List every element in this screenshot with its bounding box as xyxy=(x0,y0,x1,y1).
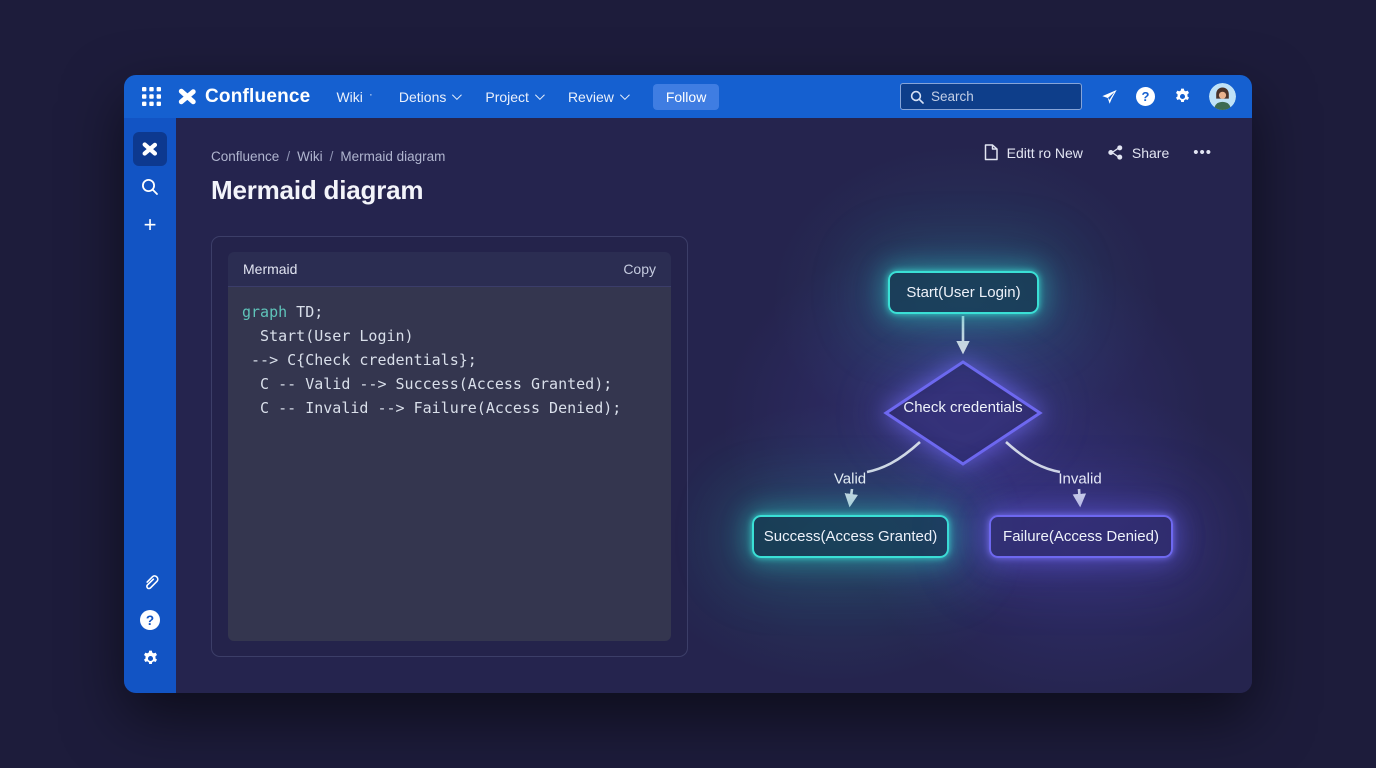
flow-node-failure[interactable]: Failure(Access Denied) xyxy=(989,515,1173,558)
share-button[interactable]: Share xyxy=(1107,144,1169,161)
more-options-icon[interactable]: ••• xyxy=(1193,144,1212,161)
code-line: graph TD; xyxy=(242,303,324,321)
code-line: Start(User Login) xyxy=(242,327,414,345)
confluence-brand[interactable]: Confluence xyxy=(177,86,310,108)
share-label: Share xyxy=(1131,144,1170,161)
primary-nav: Wiki · Detions Project Review xyxy=(336,86,630,105)
plus-icon: + xyxy=(143,212,157,237)
share-icon xyxy=(1108,145,1123,160)
page-title: Mermaid diagram xyxy=(211,175,424,205)
topbar-right-cluster: ? xyxy=(900,83,1236,110)
help-icon: ? xyxy=(140,610,160,630)
document-icon xyxy=(984,144,998,161)
app-window: Confluence Wiki · Detions Project Review… xyxy=(124,75,1252,693)
edit-button[interactable]: Editt ro New xyxy=(983,144,1083,161)
search-box[interactable] xyxy=(900,83,1082,110)
decision-diamond-shape xyxy=(883,360,1043,466)
page-content: Confluence / Wiki / Mermaid diagram Edit… xyxy=(176,118,1252,693)
gear-icon xyxy=(143,650,157,664)
search-icon xyxy=(142,179,158,195)
code-language-label: Mermaid xyxy=(243,261,298,277)
sidebar-item-help[interactable]: ? xyxy=(133,603,167,637)
app-switcher-icon[interactable] xyxy=(142,87,161,106)
breadcrumb-item[interactable]: Confluence xyxy=(211,149,280,164)
sidebar-item-home[interactable] xyxy=(133,132,167,166)
sidebar-item-attachments[interactable] xyxy=(133,565,167,599)
brand-name: Confluence xyxy=(205,85,311,107)
code-line: C -- Valid --> Success(Access Granted); xyxy=(242,375,613,393)
nav-label: Review xyxy=(567,88,614,105)
chevron-down-icon xyxy=(452,90,463,101)
user-avatar[interactable] xyxy=(1209,83,1236,110)
nav-item-review[interactable]: Review xyxy=(567,88,630,105)
nav-item-project[interactable]: Project xyxy=(485,88,545,105)
sidebar-item-create[interactable]: + xyxy=(133,208,167,242)
nav-label: Detions xyxy=(398,88,447,105)
search-input[interactable] xyxy=(931,89,1072,104)
edge-label-invalid: Invalid xyxy=(1058,470,1102,488)
chevron-down-icon xyxy=(619,90,630,101)
breadcrumb-item[interactable]: Mermaid diagram xyxy=(340,149,446,164)
mermaid-code-card: Mermaid Copy graph TD; Start(User Login)… xyxy=(211,236,688,657)
sidebar-item-settings[interactable] xyxy=(133,641,167,675)
nav-item-detions[interactable]: Detions xyxy=(398,88,463,105)
code-line: --> C{Check credentials}; xyxy=(242,351,477,369)
copy-button[interactable]: Copy xyxy=(623,261,656,277)
breadcrumb-separator: / xyxy=(329,149,334,164)
search-icon xyxy=(910,90,924,104)
nav-label: Wiki xyxy=(336,88,363,105)
breadcrumb-item[interactable]: Wiki xyxy=(297,149,323,164)
code-editor[interactable]: graph TD; Start(User Login) --> C{Check … xyxy=(228,287,671,641)
page-actions: Editt ro New Share ••• xyxy=(983,144,1212,161)
paperclip-icon xyxy=(145,574,159,589)
confluence-logo-icon xyxy=(178,88,196,105)
breadcrumb-separator: / xyxy=(286,149,291,164)
breadcrumb: Confluence / Wiki / Mermaid diagram xyxy=(211,149,445,164)
nav-dot: · xyxy=(368,86,373,101)
code-line: C -- Invalid --> Failure(Access Denied); xyxy=(242,399,622,417)
chevron-down-icon xyxy=(534,90,545,101)
help-icon[interactable]: ? xyxy=(1136,87,1155,106)
confluence-mark-icon xyxy=(142,142,158,156)
edit-label: Editt ro New xyxy=(1006,144,1083,161)
sidebar-item-search[interactable] xyxy=(133,170,167,204)
announcements-icon[interactable] xyxy=(1099,87,1119,107)
edge-label-valid: Valid xyxy=(833,470,867,488)
follow-button[interactable]: Follow xyxy=(652,83,720,110)
nav-item-wiki[interactable]: Wiki · xyxy=(336,86,373,105)
code-block-header: Mermaid Copy xyxy=(228,252,671,287)
flow-node-decision[interactable]: Check credentials xyxy=(903,399,1023,416)
left-sidebar: + ? xyxy=(124,118,176,693)
flow-node-start[interactable]: Start(User Login) xyxy=(888,271,1039,314)
settings-gear-icon[interactable] xyxy=(1172,87,1192,107)
flow-node-success[interactable]: Success(Access Granted) xyxy=(752,515,949,558)
top-navigation-bar: Confluence Wiki · Detions Project Review… xyxy=(124,75,1252,118)
nav-label: Project xyxy=(485,88,529,105)
